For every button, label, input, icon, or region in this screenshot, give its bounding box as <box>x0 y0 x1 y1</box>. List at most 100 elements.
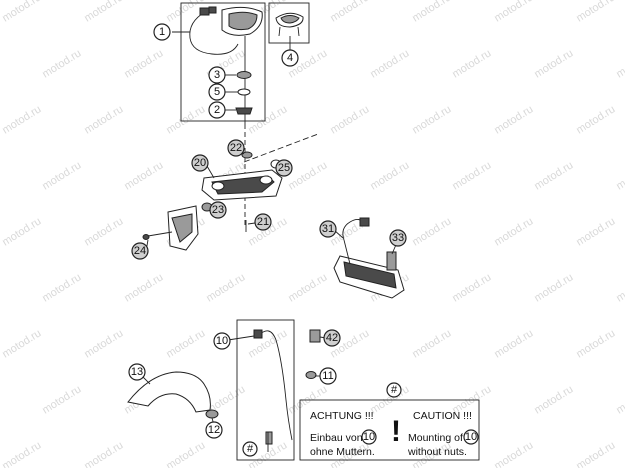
handlebar-clamp-bracket <box>201 169 283 201</box>
watermark-text: motod.ru <box>82 439 125 468</box>
rubber-washer <box>236 71 252 79</box>
callout-42: 42 <box>323 329 341 347</box>
watermark-text: motod.ru <box>122 159 165 192</box>
watermark-text: motod.ru <box>164 327 207 360</box>
watermark-text: motod.ru <box>492 327 535 360</box>
watermark-text: motod.ru <box>0 327 43 360</box>
marker-label: # <box>247 443 254 455</box>
callout-label: 42 <box>326 332 338 344</box>
grommet-12 <box>205 409 219 419</box>
callout-label: 31 <box>322 223 334 235</box>
callout-label: 11 <box>322 370 333 382</box>
cable-group-frame <box>236 319 295 461</box>
watermark-text: motod.ru <box>82 327 125 360</box>
callout-label: 4 <box>287 52 293 64</box>
watermark-text: motod.ru <box>492 103 535 136</box>
watermark-text: motod.ru <box>532 271 575 304</box>
speedometer-cable <box>253 329 293 452</box>
callout-33: 33 <box>389 229 407 247</box>
note-ref-en: 10 <box>463 429 479 445</box>
watermark-text: motod.ru <box>246 327 289 360</box>
watermark-text: motod.ru <box>0 215 43 248</box>
watermark-text: motod.ru <box>492 439 535 468</box>
watermark-text: motod.ru <box>410 327 453 360</box>
callout-11: 11 <box>319 367 337 385</box>
watermark-text: motod.ru <box>450 271 493 304</box>
callout-10: 10 <box>213 332 231 350</box>
watermark-text: motod.ru <box>82 0 125 25</box>
instrument-group-frame <box>180 2 266 122</box>
callout-label: 12 <box>208 424 220 436</box>
callout-label: 24 <box>134 245 146 257</box>
callout-label: 21 <box>257 216 269 228</box>
watermark-text: motod.ru <box>204 271 247 304</box>
callout-label: 3 <box>214 69 220 81</box>
clip-42 <box>309 329 321 343</box>
callout-label: 23 <box>212 204 224 216</box>
watermark-text: motod.ru <box>328 103 371 136</box>
watermark-text: motod.ru <box>122 47 165 80</box>
watermark-text: motod.ru <box>574 215 617 248</box>
callout-label: 1 <box>159 26 165 38</box>
note-title-en: CAUTION !!! <box>413 410 472 422</box>
watermark-text: motod.ru <box>40 271 83 304</box>
callout-label: 13 <box>131 366 143 378</box>
note-ref-label: 10 <box>363 431 375 443</box>
speedometer-cover <box>275 12 304 37</box>
note-ref-label: 10 <box>465 431 477 443</box>
watermark-text: motod.ru <box>574 0 617 25</box>
watermark-text: motod.ru <box>574 327 617 360</box>
o-ring <box>237 88 251 96</box>
watermark-text: motod.ru <box>286 271 329 304</box>
mounting-bracket <box>142 202 247 251</box>
callout-label: 10 <box>216 335 228 347</box>
note-line1-en: Mounting of <box>408 432 463 444</box>
watermark-text: motod.ru <box>82 215 125 248</box>
watermark-text: motod.ru <box>0 103 43 136</box>
note-ref-de: 10 <box>361 429 377 445</box>
caution-note-frame <box>299 399 480 461</box>
watermark-text: motod.ru <box>246 103 289 136</box>
note-line2-de: ohne Muttern. <box>310 446 375 458</box>
watermark-text: motod.ru <box>410 0 453 25</box>
watermark-text: motod.ru <box>410 103 453 136</box>
assembly-axis <box>243 133 319 163</box>
watermark-text: motod.ru <box>574 103 617 136</box>
callout-13: 13 <box>128 363 146 381</box>
cover-group-frame <box>268 2 310 44</box>
watermark-text: motod.ru <box>122 271 165 304</box>
callout-5: 5 <box>208 83 226 101</box>
watermark-text: motod.ru <box>614 383 625 416</box>
watermark-text: motod.ru <box>328 0 371 25</box>
watermark-text: motod.ru <box>614 271 625 304</box>
handlebar-clamp-with-switch <box>333 217 405 299</box>
callout-12: 12 <box>205 421 223 439</box>
callout-22: 22 <box>227 139 245 157</box>
nut-11 <box>305 371 317 379</box>
watermark-text: motod.ru <box>492 215 535 248</box>
watermark-text: motod.ru <box>164 439 207 468</box>
marker-label: # <box>391 384 398 396</box>
note-line2-en: without nuts. <box>407 446 467 458</box>
watermark-text: motod.ru <box>410 215 453 248</box>
callout-21: 21 <box>254 213 272 231</box>
note-title-de: ACHTUNG !!! <box>310 410 374 422</box>
watermark-text: motod.ru <box>532 47 575 80</box>
watermark-text: motod.ru <box>532 383 575 416</box>
callout-label: 2 <box>214 104 220 116</box>
watermark-text: motod.ru <box>368 159 411 192</box>
callout-1: 1 <box>153 23 171 41</box>
watermark-text: motod.ru <box>450 159 493 192</box>
note-line1-de: Einbau von <box>310 432 363 444</box>
speedometer-unit <box>189 6 263 124</box>
callout-25: 25 <box>275 159 293 177</box>
watermark-text: motod.ru <box>614 47 625 80</box>
watermark-text: motod.ru <box>40 383 83 416</box>
callout-label: 5 <box>214 86 220 98</box>
watermark-text: motod.ru <box>164 103 207 136</box>
callout-3: 3 <box>208 66 226 84</box>
callout-20: 20 <box>191 154 209 172</box>
marker-hash-note: # <box>386 382 402 398</box>
rubber-bushing <box>235 107 253 115</box>
